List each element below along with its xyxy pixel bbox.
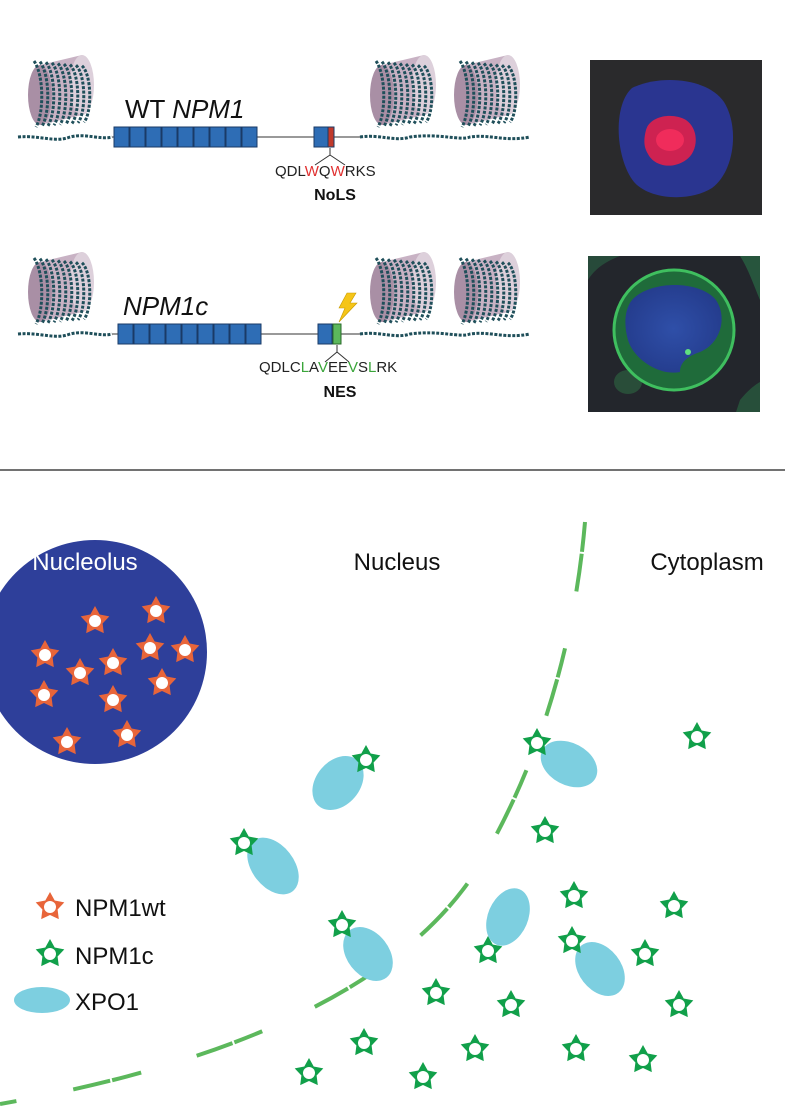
npm1wt-icon xyxy=(65,658,95,686)
npm1c-icon xyxy=(421,978,451,1006)
exon xyxy=(177,126,194,148)
nucleolus-region xyxy=(0,540,207,764)
legend: NPM1wt NPM1c XPO1 xyxy=(14,892,166,1016)
npm1wt-icon xyxy=(147,668,177,696)
npm1c-icon xyxy=(664,990,694,1018)
xpo1-layer xyxy=(247,740,625,996)
npm1c-icon xyxy=(351,745,381,773)
npm1c-icon xyxy=(628,1045,658,1073)
exon xyxy=(317,323,333,345)
legend-xpo1-label: XPO1 xyxy=(75,989,139,1016)
nes-exon xyxy=(332,323,342,345)
nucleosome-icon xyxy=(454,252,520,325)
npm1c-icon xyxy=(559,881,589,909)
nols-label: NoLS xyxy=(314,187,356,204)
xpo1-icon xyxy=(540,740,598,788)
nuclear-membrane xyxy=(0,521,587,1106)
exon xyxy=(225,126,242,148)
nucleosome-icon xyxy=(454,55,520,128)
npm1wt-icon xyxy=(98,648,128,676)
npm1wt-icon xyxy=(52,727,82,755)
wt-cell-microscopy-image xyxy=(590,60,762,215)
nols-exon xyxy=(327,126,335,148)
nucleosome-icon xyxy=(28,252,94,325)
nes-label: NES xyxy=(324,384,357,401)
legend-npm1wt-icon xyxy=(35,892,65,920)
exon xyxy=(193,126,210,148)
npm1-layer xyxy=(29,596,712,1090)
npm1c-icon xyxy=(682,722,712,750)
exon xyxy=(245,323,262,345)
exon xyxy=(209,126,226,148)
legend-npm1wt-label: NPM1wt xyxy=(75,895,166,922)
legend-npm1c-icon xyxy=(35,939,65,967)
npm1c-icon xyxy=(530,816,560,844)
npm1c-icon xyxy=(496,990,526,1018)
npm1wt-icon xyxy=(29,680,59,708)
npm1c-icon xyxy=(561,1034,591,1062)
npm1wt-icon xyxy=(135,633,165,661)
wt-gene-title: WT NPM1 xyxy=(125,94,244,124)
nucleolus-label: Nucleolus xyxy=(32,549,137,576)
cytoplasm-label: Cytoplasm xyxy=(650,549,763,576)
nucleosome-icon xyxy=(370,55,436,128)
xpo1-icon xyxy=(575,942,625,996)
nucleosome-icon xyxy=(370,252,436,325)
npm1c-icon xyxy=(408,1062,438,1090)
exon xyxy=(145,126,162,148)
npm1wt-icon xyxy=(30,640,60,668)
wt-npm1-gene xyxy=(17,55,531,166)
exon xyxy=(213,323,230,345)
npm1c-gene xyxy=(17,252,531,363)
exon xyxy=(181,323,198,345)
legend-npm1c-label: NPM1c xyxy=(75,943,154,970)
nucleus-label: Nucleus xyxy=(354,549,441,576)
xpo1-icon xyxy=(312,756,364,810)
xpo1-icon xyxy=(343,927,393,981)
exon xyxy=(165,323,182,345)
exon xyxy=(129,126,146,148)
npm1c-gene-title: NPM1c xyxy=(123,291,208,321)
npm1wt-icon xyxy=(98,685,128,713)
npm1wt-icon xyxy=(141,596,171,624)
exon xyxy=(197,323,214,345)
exon xyxy=(113,126,130,148)
npm1c-icon xyxy=(294,1058,324,1086)
wt-nols-sequence: QDLWQWRKS xyxy=(275,163,376,180)
exon xyxy=(161,126,178,148)
exon xyxy=(133,323,150,345)
npm1c-cell-microscopy-image xyxy=(588,256,760,412)
npm1wt-icon xyxy=(112,720,142,748)
npm1c-icon xyxy=(460,1034,490,1062)
npm1c-nes-sequence: QDLCLAVEEVSLRK xyxy=(259,359,397,376)
npm1c-icon xyxy=(229,828,259,856)
exon xyxy=(117,323,134,345)
exon xyxy=(241,126,258,148)
legend-xpo1-icon xyxy=(14,987,70,1013)
npm1c-icon xyxy=(659,891,689,919)
mutation-lightning-icon xyxy=(338,292,358,323)
xpo1-icon xyxy=(486,888,530,946)
npm1c-icon xyxy=(327,910,357,938)
npm1c-icon xyxy=(349,1028,379,1056)
exon xyxy=(229,323,246,345)
exon xyxy=(313,126,329,148)
npm1c-icon xyxy=(557,926,587,954)
npm1c-icon xyxy=(522,728,552,756)
npm1wt-icon xyxy=(80,606,110,634)
nucleosome-icon xyxy=(28,55,94,128)
exon xyxy=(149,323,166,345)
npm1c-icon xyxy=(473,936,503,964)
npm1wt-icon xyxy=(170,635,200,663)
npm1c-icon xyxy=(630,939,660,967)
xpo1-icon xyxy=(247,837,299,895)
